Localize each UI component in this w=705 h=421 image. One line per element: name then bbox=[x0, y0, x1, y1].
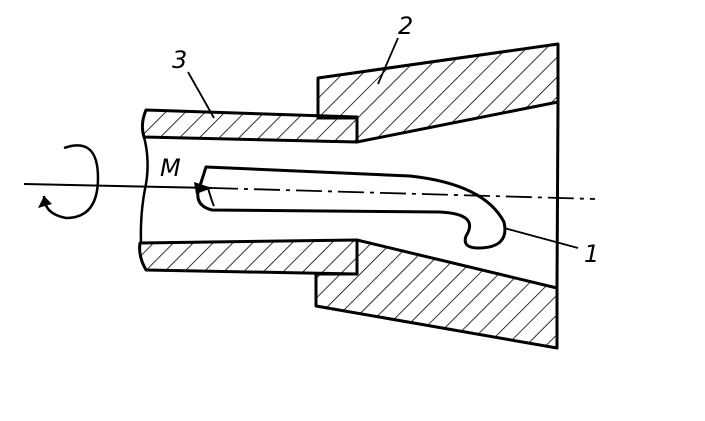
label-point-m: M bbox=[160, 154, 181, 182]
axis-arrowhead bbox=[194, 182, 212, 194]
tube-upper-wall bbox=[140, 108, 359, 144]
bent-pipe bbox=[196, 165, 507, 250]
rotation-arrowhead bbox=[38, 196, 52, 208]
tube-broken-end bbox=[139, 136, 149, 244]
axis-line-solid bbox=[23, 183, 213, 189]
label-part-3: 3 bbox=[172, 46, 187, 74]
tube-lower-wall bbox=[138, 238, 359, 276]
leader-part-3 bbox=[187, 71, 215, 119]
leader-part-1 bbox=[503, 227, 579, 249]
pipe-bore-line bbox=[207, 187, 215, 207]
housing-end-face bbox=[555, 101, 560, 289]
label-part-2: 2 bbox=[398, 12, 413, 40]
axis-line-dashdot bbox=[211, 187, 596, 200]
label-part-1: 1 bbox=[584, 240, 599, 268]
rotation-arrow-icon bbox=[42, 144, 100, 220]
leader-part-2 bbox=[377, 37, 399, 85]
